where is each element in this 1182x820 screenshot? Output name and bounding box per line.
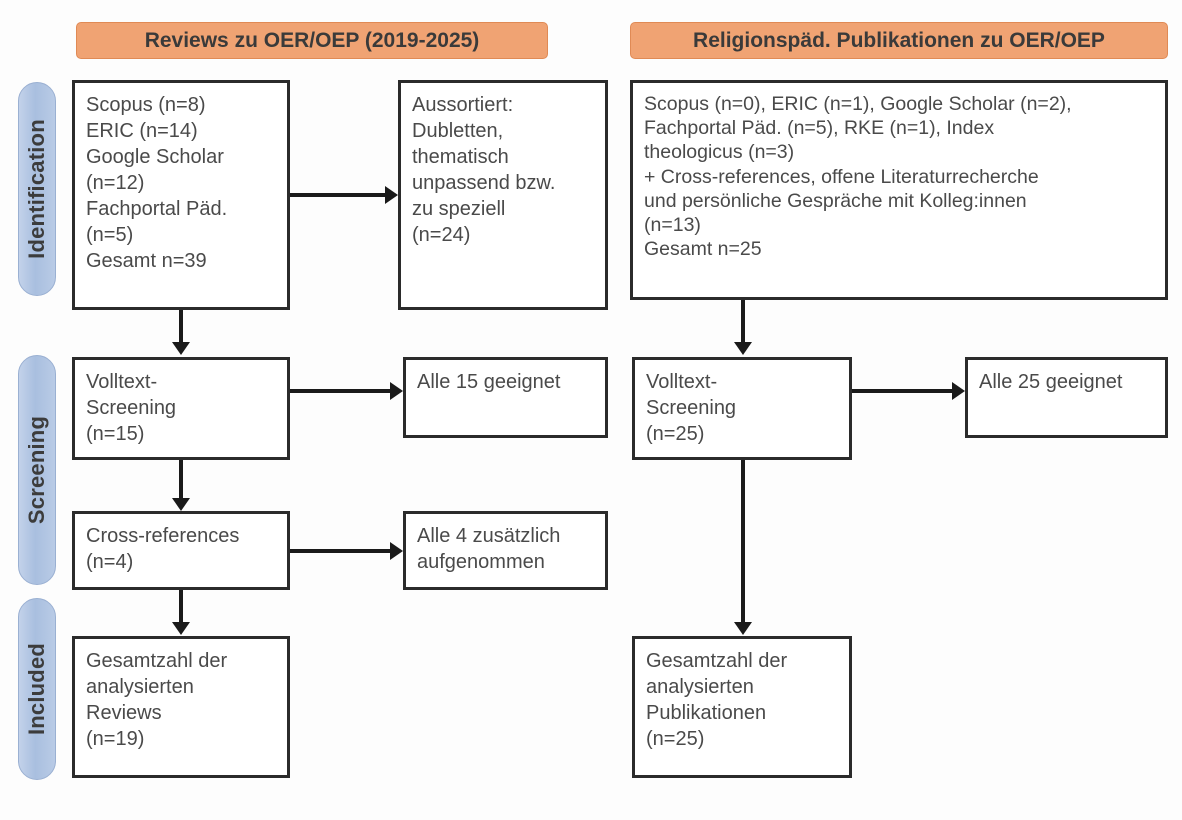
- connector-left-crossrefs-to-included: [179, 590, 183, 624]
- box-right-included: Gesamtzahl der analysierten Publikatione…: [632, 636, 852, 778]
- stage-label-identification: Identification: [24, 119, 49, 259]
- connector-left-fulltext-to-crossrefs: [179, 460, 183, 500]
- box-right-fulltext-result-text: Alle 25 geeignet: [979, 371, 1123, 393]
- box-left-excluded-text: Aussortiert: Dubletten, thematisch unpas…: [412, 94, 556, 246]
- column-header-left-label: Reviews zu OER/OEP (2019-2025): [144, 28, 480, 52]
- connector-left-crossrefs-to-result: [290, 549, 390, 553]
- stage-label-screening: Screening: [24, 415, 49, 525]
- arrowhead-right-fulltext-to-included: [734, 622, 752, 635]
- arrowhead-left-crossrefs-to-included: [172, 622, 190, 635]
- box-left-crossrefs-result-text: Alle 4 zusätzlich aufgenommen: [417, 525, 561, 573]
- arrowhead-right-fulltext-to-result: [952, 382, 965, 400]
- column-header-left: Reviews zu OER/OEP (2019-2025): [76, 22, 548, 59]
- box-left-fulltext-screening-text: Volltext- Screening (n=15): [86, 371, 177, 445]
- arrowhead-left-sources-to-fulltext: [172, 342, 190, 355]
- arrowhead-left-fulltext-to-crossrefs: [172, 498, 190, 511]
- box-left-included: Gesamtzahl der analysierten Reviews (n=1…: [72, 636, 290, 778]
- box-right-included-text: Gesamtzahl der analysierten Publikatione…: [646, 650, 788, 750]
- box-left-sources-text: Scopus (n=8) ERIC (n=14) Google Scholar …: [86, 94, 228, 272]
- connector-right-fulltext-to-included: [741, 460, 745, 624]
- arrowhead-right-sources-to-fulltext: [734, 342, 752, 355]
- box-left-crossrefs: Cross-references (n=4): [72, 511, 290, 590]
- box-right-sources: Scopus (n=0), ERIC (n=1), Google Scholar…: [630, 80, 1168, 300]
- box-left-crossrefs-text: Cross-references (n=4): [86, 525, 240, 573]
- box-left-fulltext-screening: Volltext- Screening (n=15): [72, 357, 290, 460]
- arrowhead-left-fulltext-to-result: [390, 382, 403, 400]
- box-left-crossrefs-result: Alle 4 zusätzlich aufgenommen: [403, 511, 608, 590]
- connector-left-sources-to-fulltext: [179, 310, 183, 344]
- connector-left-sources-to-excluded: [290, 193, 385, 197]
- arrowhead-left-sources-to-excluded: [385, 186, 398, 204]
- connector-right-fulltext-to-result: [852, 389, 952, 393]
- box-left-excluded: Aussortiert: Dubletten, thematisch unpas…: [398, 80, 608, 310]
- box-left-fulltext-result-text: Alle 15 geeignet: [417, 371, 561, 393]
- stage-pill-identification: Identification: [18, 82, 56, 296]
- arrowhead-left-crossrefs-to-result: [390, 542, 403, 560]
- column-header-right-label: Religionspäd. Publikationen zu OER/OEP: [693, 28, 1105, 52]
- connector-left-fulltext-to-result: [290, 389, 390, 393]
- box-left-sources: Scopus (n=8) ERIC (n=14) Google Scholar …: [72, 80, 290, 310]
- box-left-fulltext-result: Alle 15 geeignet: [403, 357, 608, 438]
- box-right-fulltext-screening-text: Volltext- Screening (n=25): [646, 371, 737, 445]
- stage-pill-included: Included: [18, 598, 56, 780]
- box-right-fulltext-result: Alle 25 geeignet: [965, 357, 1168, 438]
- box-right-sources-text: Scopus (n=0), ERIC (n=1), Google Scholar…: [644, 93, 1072, 261]
- connector-right-sources-to-fulltext: [741, 300, 745, 344]
- stage-pill-screening: Screening: [18, 355, 56, 585]
- box-left-included-text: Gesamtzahl der analysierten Reviews (n=1…: [86, 650, 228, 750]
- column-header-right: Religionspäd. Publikationen zu OER/OEP: [630, 22, 1168, 59]
- box-right-fulltext-screening: Volltext- Screening (n=25): [632, 357, 852, 460]
- stage-label-included: Included: [24, 642, 49, 736]
